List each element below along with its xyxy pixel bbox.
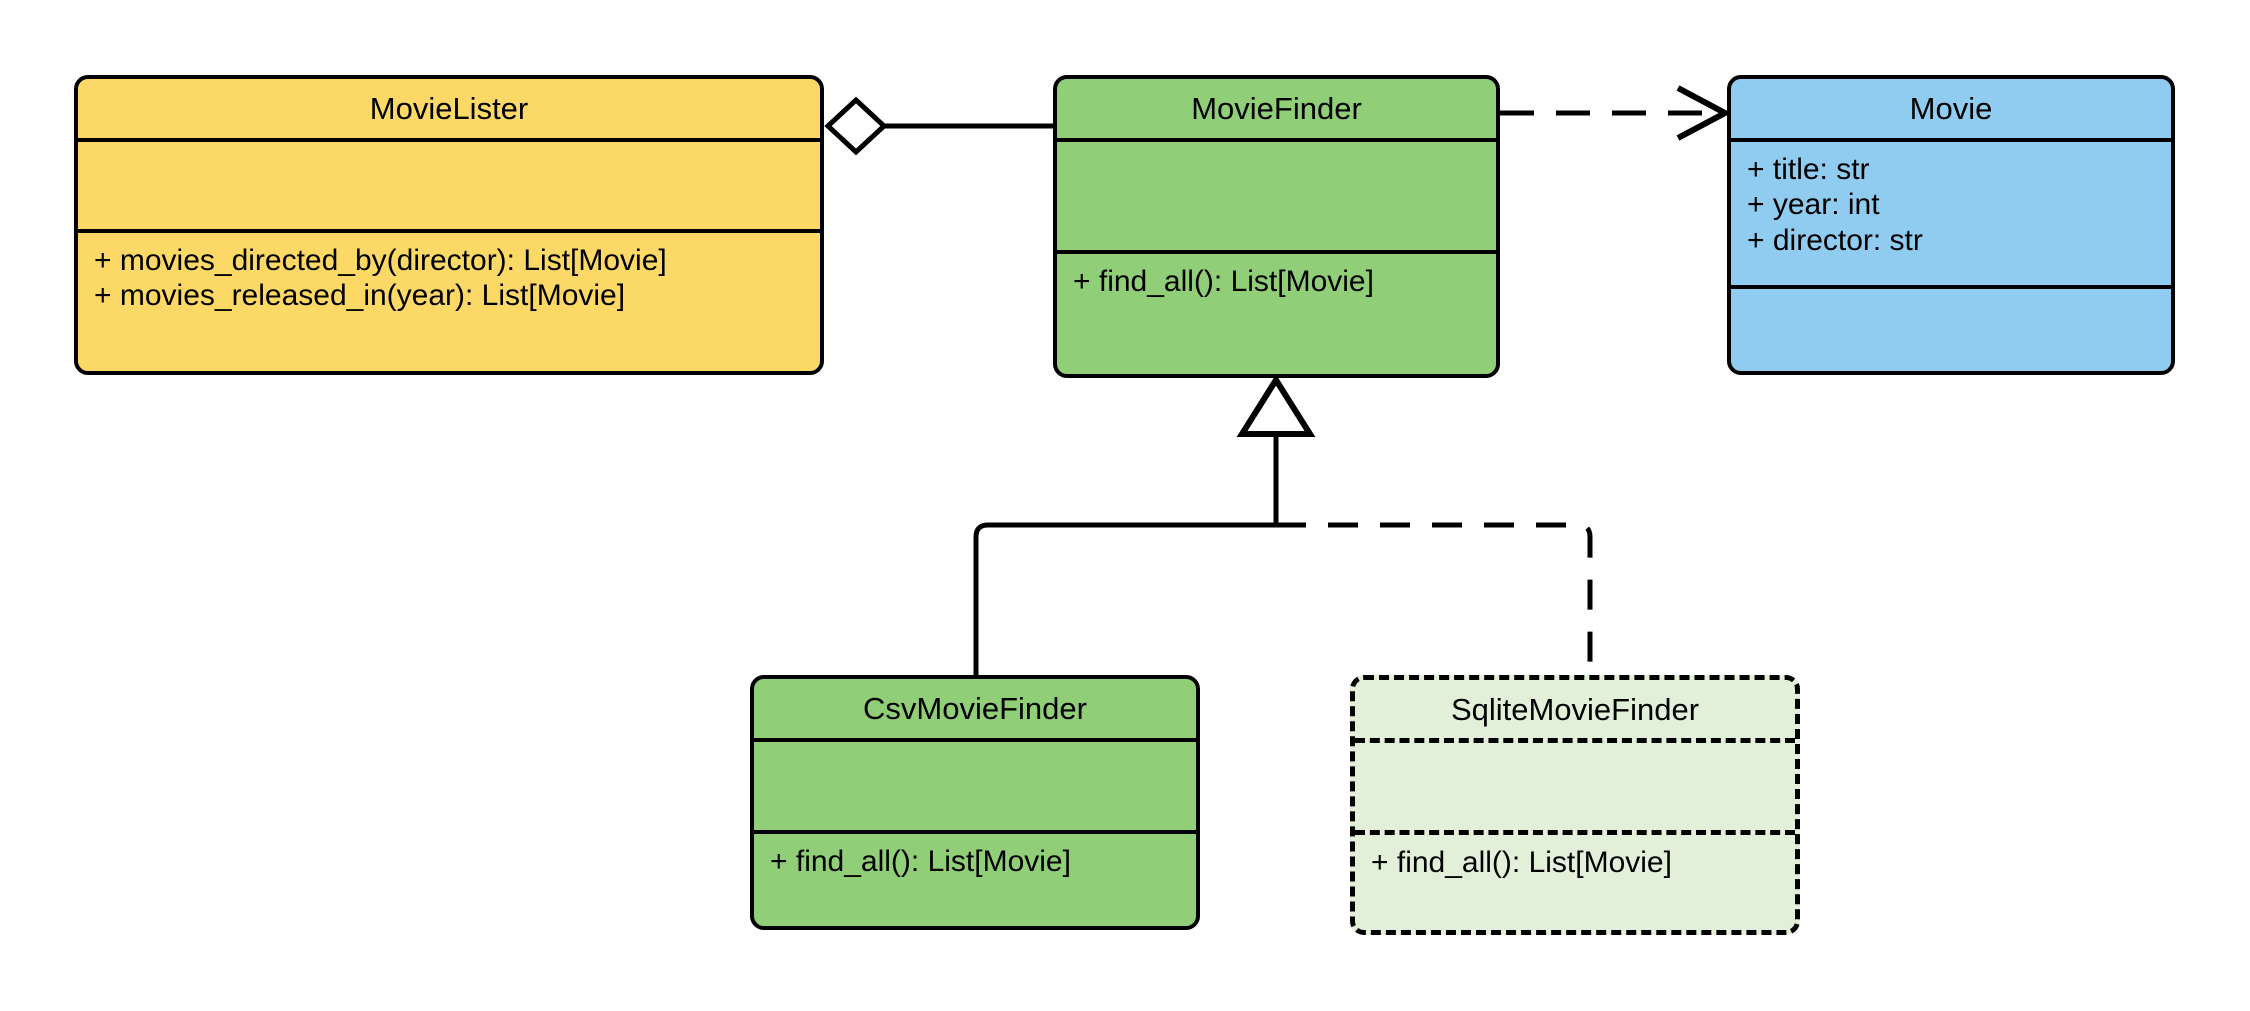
attribute-row: + director: str [1747, 223, 1923, 257]
class-attributes-csvmoviefinder [754, 742, 1196, 834]
class-operations-csvmoviefinder: + find_all(): List[Movie] [754, 834, 1196, 926]
class-attributes-sqlitemoviefinder [1355, 743, 1795, 835]
generalization-csvmoviefinder [973, 522, 1276, 675]
uml-class-moviefinder[interactable]: MovieFinder + find_all(): List[Movie] [1053, 75, 1500, 378]
class-name-moviefinder: MovieFinder [1057, 79, 1496, 142]
class-attributes-movielister [78, 142, 820, 233]
hollow-diamond-icon [824, 96, 888, 156]
uml-class-movie[interactable]: Movie + title: str + year: int + directo… [1727, 75, 2175, 375]
open-arrow-icon [1676, 85, 1732, 141]
class-attributes-movie: + title: str + year: int + director: str [1731, 142, 2171, 289]
class-operations-movie [1731, 289, 2171, 371]
operation-row: + find_all(): List[Movie] [770, 845, 1071, 878]
generalization-sqlitemoviefinder [1276, 522, 1593, 675]
uml-class-csvmoviefinder[interactable]: CsvMovieFinder + find_all(): List[Movie] [750, 675, 1200, 930]
operation-row: + find_all(): List[Movie] [1371, 846, 1672, 879]
class-operations-sqlitemoviefinder: + find_all(): List[Movie] [1355, 835, 1795, 930]
operation-row: + movies_directed_by(director): List[Mov… [94, 244, 667, 277]
class-attributes-moviefinder [1057, 142, 1496, 254]
class-name-sqlitemoviefinder: SqliteMovieFinder [1355, 680, 1795, 743]
dependency-moviefinder-movie [1500, 85, 1732, 141]
attribute-row: + title: str [1747, 153, 1870, 186]
operation-row: + find_all(): List[Movie] [1073, 265, 1374, 298]
generalization-line-sqlite [1276, 522, 1593, 675]
class-operations-moviefinder: + find_all(): List[Movie] [1057, 254, 1496, 374]
uml-class-sqlitemoviefinder[interactable]: SqliteMovieFinder + find_all(): List[Mov… [1350, 675, 1800, 935]
attribute-row: + year: int [1747, 188, 1880, 222]
class-name-csvmoviefinder: CsvMovieFinder [754, 679, 1196, 742]
class-name-movielister: MovieLister [78, 79, 820, 142]
uml-class-movielister[interactable]: MovieLister + movies_directed_by(directo… [74, 75, 824, 375]
class-operations-movielister: + movies_directed_by(director): List[Mov… [78, 233, 820, 371]
generalization-line-csv [973, 522, 1276, 675]
hollow-triangle-icon [1236, 374, 1316, 437]
operation-row: + movies_released_in(year): List[Movie] [94, 279, 626, 313]
aggregation-movielister-moviefinder [824, 96, 1053, 156]
class-name-movie: Movie [1731, 79, 2171, 142]
generalization-to-moviefinder [1236, 374, 1316, 525]
